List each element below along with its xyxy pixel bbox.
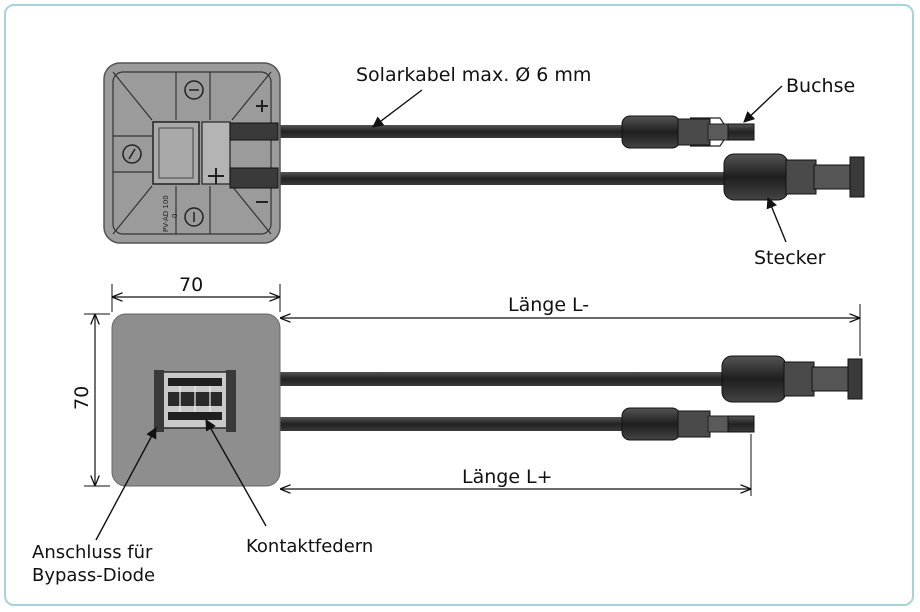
label-length-minus: Länge L- [508,294,589,316]
top-socket-connector [621,115,755,149]
label-bypass-line1: Anschluss für [32,542,153,563]
symbol-circle-top [184,80,204,100]
plus-sign [256,100,268,112]
label-length-plus: Länge L+ [462,466,553,488]
top-gland-upper [229,122,279,141]
symbol-circle-left [122,144,142,164]
top-cable-upper [270,125,630,138]
bottom-plug-connector [721,355,863,403]
model-marking: PV-AD 100 0 [162,195,179,232]
label-plug: Stecker [754,247,826,269]
bottom-cable-lower [268,417,628,431]
label-bypass-line2: Bypass-Diode [32,565,155,586]
label-socket: Buchse [786,75,855,97]
label-width: 70 [179,274,203,296]
top-view: PV-AD 100 0 Solarkabel max. Ø 6 mm Buchs… [103,62,865,269]
bottom-cable-upper [268,372,728,386]
top-gland-lower [229,167,279,189]
top-cable-lower [270,172,730,185]
label-springs: Kontaktfedern [246,536,373,557]
contact-springs [154,370,236,432]
bottom-view: 70 70 Länge L- Länge L+ Anschluss für By… [32,274,863,586]
bottom-socket-connector [621,407,755,441]
label-height: 70 [71,386,93,410]
logo-mark [208,168,224,184]
top-box-window [152,121,200,185]
svg-text:PV-AD 100: PV-AD 100 [162,195,170,232]
top-plug-connector [723,153,865,201]
label-cable: Solarkabel max. Ø 6 mm [356,64,591,86]
svg-text:0: 0 [171,214,179,218]
symbol-circle-bottom [184,207,204,227]
